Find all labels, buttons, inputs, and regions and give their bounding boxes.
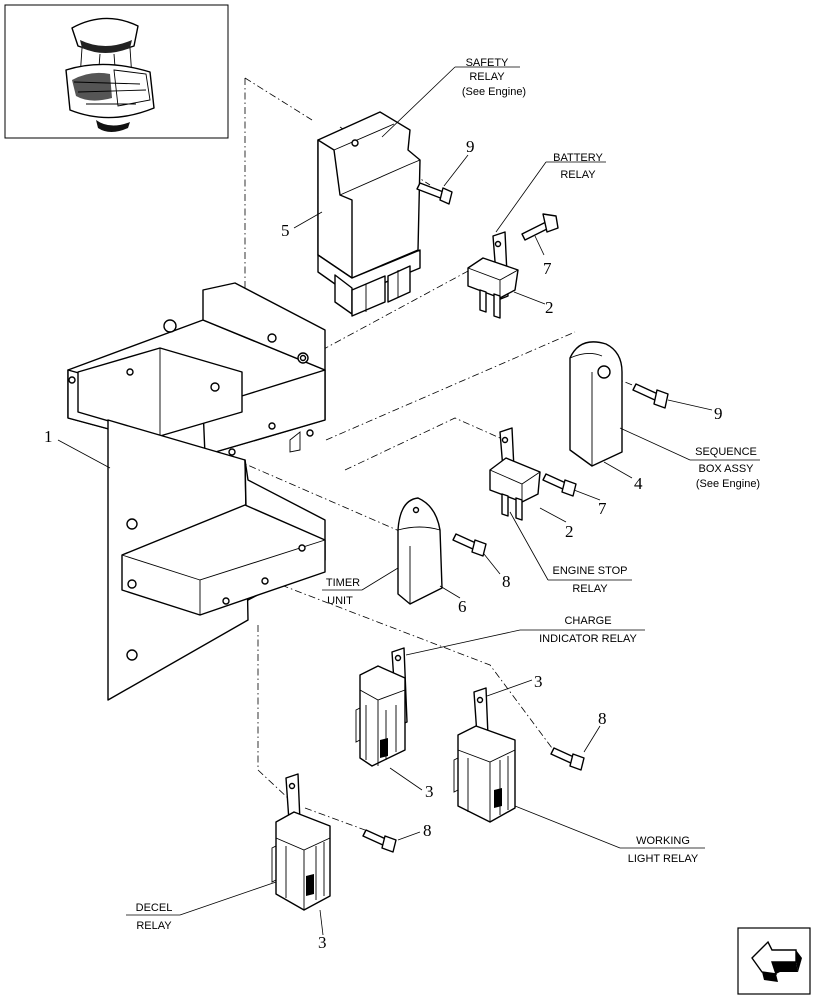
label-timer-unit: TIMER UNIT [326, 577, 360, 607]
battery-relay [467, 231, 519, 319]
bolt-engine-stop [542, 473, 577, 497]
battery-relay-label-1: BATTERY [553, 152, 603, 164]
callout-bracket: 1 [44, 427, 53, 446]
callout-bolt-sequence: 9 [714, 404, 723, 423]
engine-stop-relay-label-2: RELAY [572, 583, 608, 595]
decel-relay [271, 773, 331, 911]
label-decel-relay: DECEL RELAY [136, 902, 173, 932]
callout-bolt-safety: 9 [466, 137, 475, 156]
decel-relay-label-1: DECEL [136, 902, 173, 914]
callout-safety-relay: 5 [281, 221, 290, 240]
engine-stop-relay-label-1: ENGINE STOP [553, 565, 628, 577]
callout-bolt-working: 8 [598, 709, 607, 728]
safety-relay [317, 111, 421, 317]
working-light-relay-label-2: LIGHT RELAY [628, 853, 699, 865]
charge-indicator-relay [355, 647, 408, 767]
callout-bolt-battery: 7 [543, 259, 552, 278]
label-battery-relay: BATTERY RELAY [553, 152, 603, 181]
label-working-light-relay: WORKING LIGHT RELAY [628, 835, 699, 865]
safety-relay-label-1: SAFETY [466, 57, 509, 69]
callout-decel-relay: 3 [318, 933, 327, 952]
engine-stop-relay [489, 427, 541, 521]
safety-relay-label-2: RELAY [469, 71, 505, 83]
callout-numbers: 1 5 9 7 2 9 4 7 2 8 6 3 8 3 8 3 [44, 137, 723, 952]
working-light-relay [453, 687, 516, 823]
bolt-working [550, 747, 585, 771]
bolt-safety [416, 182, 453, 205]
label-safety-relay: SAFETY RELAY (See Engine) [462, 57, 526, 98]
sequence-box-label-3: (See Engine) [696, 478, 760, 490]
decel-relay-label-2: RELAY [136, 920, 172, 932]
sequence-box [569, 341, 623, 467]
callout-bolt-engine-stop: 7 [598, 499, 607, 518]
bolt-timer [452, 533, 487, 557]
callout-bolt-decel: 8 [423, 821, 432, 840]
callout-battery-relay: 2 [545, 298, 554, 317]
leader-lines [57, 66, 760, 936]
machine-thumbnail-icon [4, 4, 229, 139]
safety-relay-label-3: (See Engine) [462, 86, 526, 98]
charge-indicator-relay-label-1: CHARGE [564, 615, 611, 627]
callout-bolt-timer: 8 [502, 572, 511, 591]
label-engine-stop-relay: ENGINE STOP RELAY [553, 565, 628, 595]
bolt-sequence [632, 383, 669, 409]
callout-timer-unit: 6 [458, 597, 467, 616]
callout-engine-stop-relay: 2 [565, 522, 574, 541]
callout-working-light-relay-tab: 3 [534, 672, 543, 691]
bolt-battery [521, 213, 559, 241]
battery-relay-label-2: RELAY [560, 169, 596, 181]
main-bracket [67, 282, 326, 701]
working-light-relay-label-1: WORKING [636, 835, 690, 847]
navigation-arrow-icon[interactable] [737, 927, 811, 995]
callout-charge-indicator-relay: 3 [425, 782, 434, 801]
label-charge-indicator-relay: CHARGE INDICATOR RELAY [539, 615, 637, 645]
charge-indicator-relay-label-2: INDICATOR RELAY [539, 633, 637, 645]
bolt-decel [362, 829, 397, 853]
timer-unit [397, 497, 443, 605]
timer-unit-label-1: TIMER [326, 577, 360, 589]
sequence-box-label-2: BOX ASSY [698, 463, 754, 475]
label-sequence-box: SEQUENCE BOX ASSY (See Engine) [695, 446, 760, 490]
timer-unit-label-2: UNIT [327, 595, 353, 607]
callout-sequence-box: 4 [634, 474, 643, 493]
sequence-box-label-1: SEQUENCE [695, 446, 757, 458]
